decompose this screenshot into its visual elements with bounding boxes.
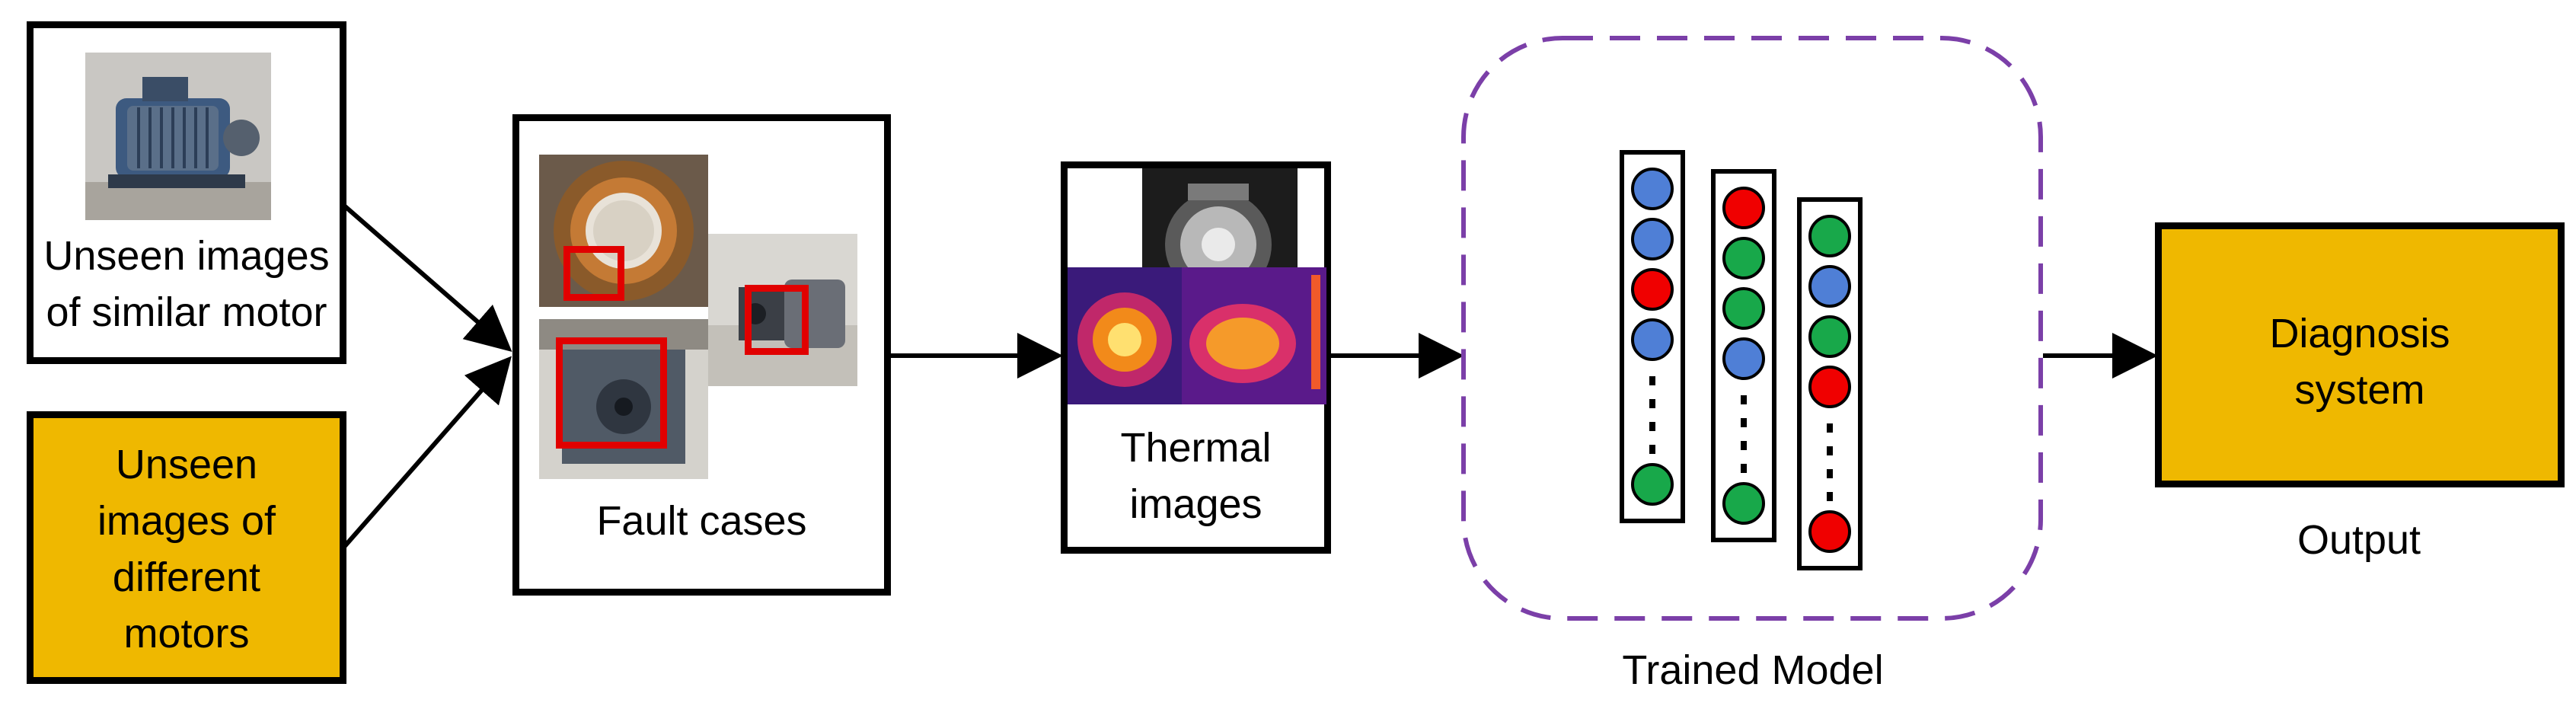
arrow-different-to-fault	[342, 356, 512, 548]
network-ellipsis-dot	[1827, 469, 1833, 478]
similar-motor-label-line1: Unseen images	[43, 233, 330, 279]
network-node-green	[1631, 463, 1674, 506]
network-node-red	[1808, 366, 1851, 408]
trained-model-label: Trained Model	[1622, 647, 1884, 693]
fault-marker-side	[745, 285, 809, 355]
similar-motor-box: Unseen images of similar motor	[27, 21, 346, 364]
network-node-blue	[1631, 168, 1674, 210]
different-motors-label-line2: images of	[97, 498, 276, 544]
output-caption: Output	[2297, 517, 2421, 563]
network-ellipsis-dot	[1649, 422, 1655, 431]
network-ellipsis-dot	[1649, 399, 1655, 408]
network-ellipsis-dot	[1741, 418, 1747, 427]
network-node-green	[1722, 482, 1765, 525]
network-ellipsis-dot	[1827, 446, 1833, 455]
diagnosis-label-line1: Diagnosis	[2269, 311, 2450, 356]
network-node-green	[1808, 315, 1851, 358]
different-motors-label-line3: different	[112, 554, 261, 600]
fault-cases-box: Fault cases	[512, 114, 891, 596]
different-motors-label-line4: motors	[123, 611, 250, 656]
network-ellipsis-dot	[1649, 445, 1655, 454]
arrow-similar-to-fault	[343, 203, 512, 352]
network-ellipsis-dot	[1827, 492, 1833, 501]
motor-photo	[85, 53, 271, 220]
network-node-blue	[1808, 265, 1851, 308]
thermal-label-line2: images	[1129, 481, 1262, 527]
network-ellipsis-dot	[1741, 441, 1747, 450]
network-node-red	[1808, 510, 1851, 553]
thermal-label-line1: Thermal	[1120, 425, 1272, 471]
diagnosis-system-label: Diagnosis system	[2162, 305, 2558, 418]
neural-network	[1620, 150, 1863, 570]
thermal-images-label: Thermal images	[1068, 420, 1324, 532]
network-node-blue	[1722, 337, 1765, 380]
network-ellipsis-dot	[1741, 464, 1747, 473]
network-node-red	[1722, 187, 1765, 229]
different-motors-label-line1: Unseen	[115, 442, 258, 487]
network-node-green	[1808, 215, 1851, 257]
network-node-blue	[1631, 218, 1674, 260]
network-ellipsis-dot	[1827, 423, 1833, 433]
fault-cases-label: Fault cases	[596, 498, 807, 544]
diagnosis-label-line2: system	[2294, 367, 2425, 413]
thermal-images-box: Thermal images	[1061, 161, 1331, 554]
trained-model-frame	[1461, 36, 2043, 621]
network-node-green	[1722, 237, 1765, 280]
different-motors-label: Unseen images of different motors	[34, 436, 340, 662]
different-motors-box: Unseen images of different motors	[27, 411, 346, 684]
thermal-photo-color-left	[1068, 267, 1182, 404]
network-node-green	[1722, 287, 1765, 330]
similar-motor-label-line2: of similar motor	[46, 289, 327, 335]
fault-marker-front	[556, 337, 667, 449]
fault-marker-stator	[563, 246, 624, 301]
network-ellipsis-dot	[1649, 376, 1655, 385]
thermal-photo-color-right	[1182, 267, 1326, 404]
network-node-blue	[1631, 318, 1674, 361]
network-node-red	[1631, 268, 1674, 311]
motor-side-photo	[708, 234, 857, 386]
network-ellipsis-dot	[1741, 395, 1747, 404]
similar-motor-label: Unseen images of similar motor	[34, 228, 340, 340]
diagnosis-system-box: Diagnosis system	[2155, 222, 2565, 487]
